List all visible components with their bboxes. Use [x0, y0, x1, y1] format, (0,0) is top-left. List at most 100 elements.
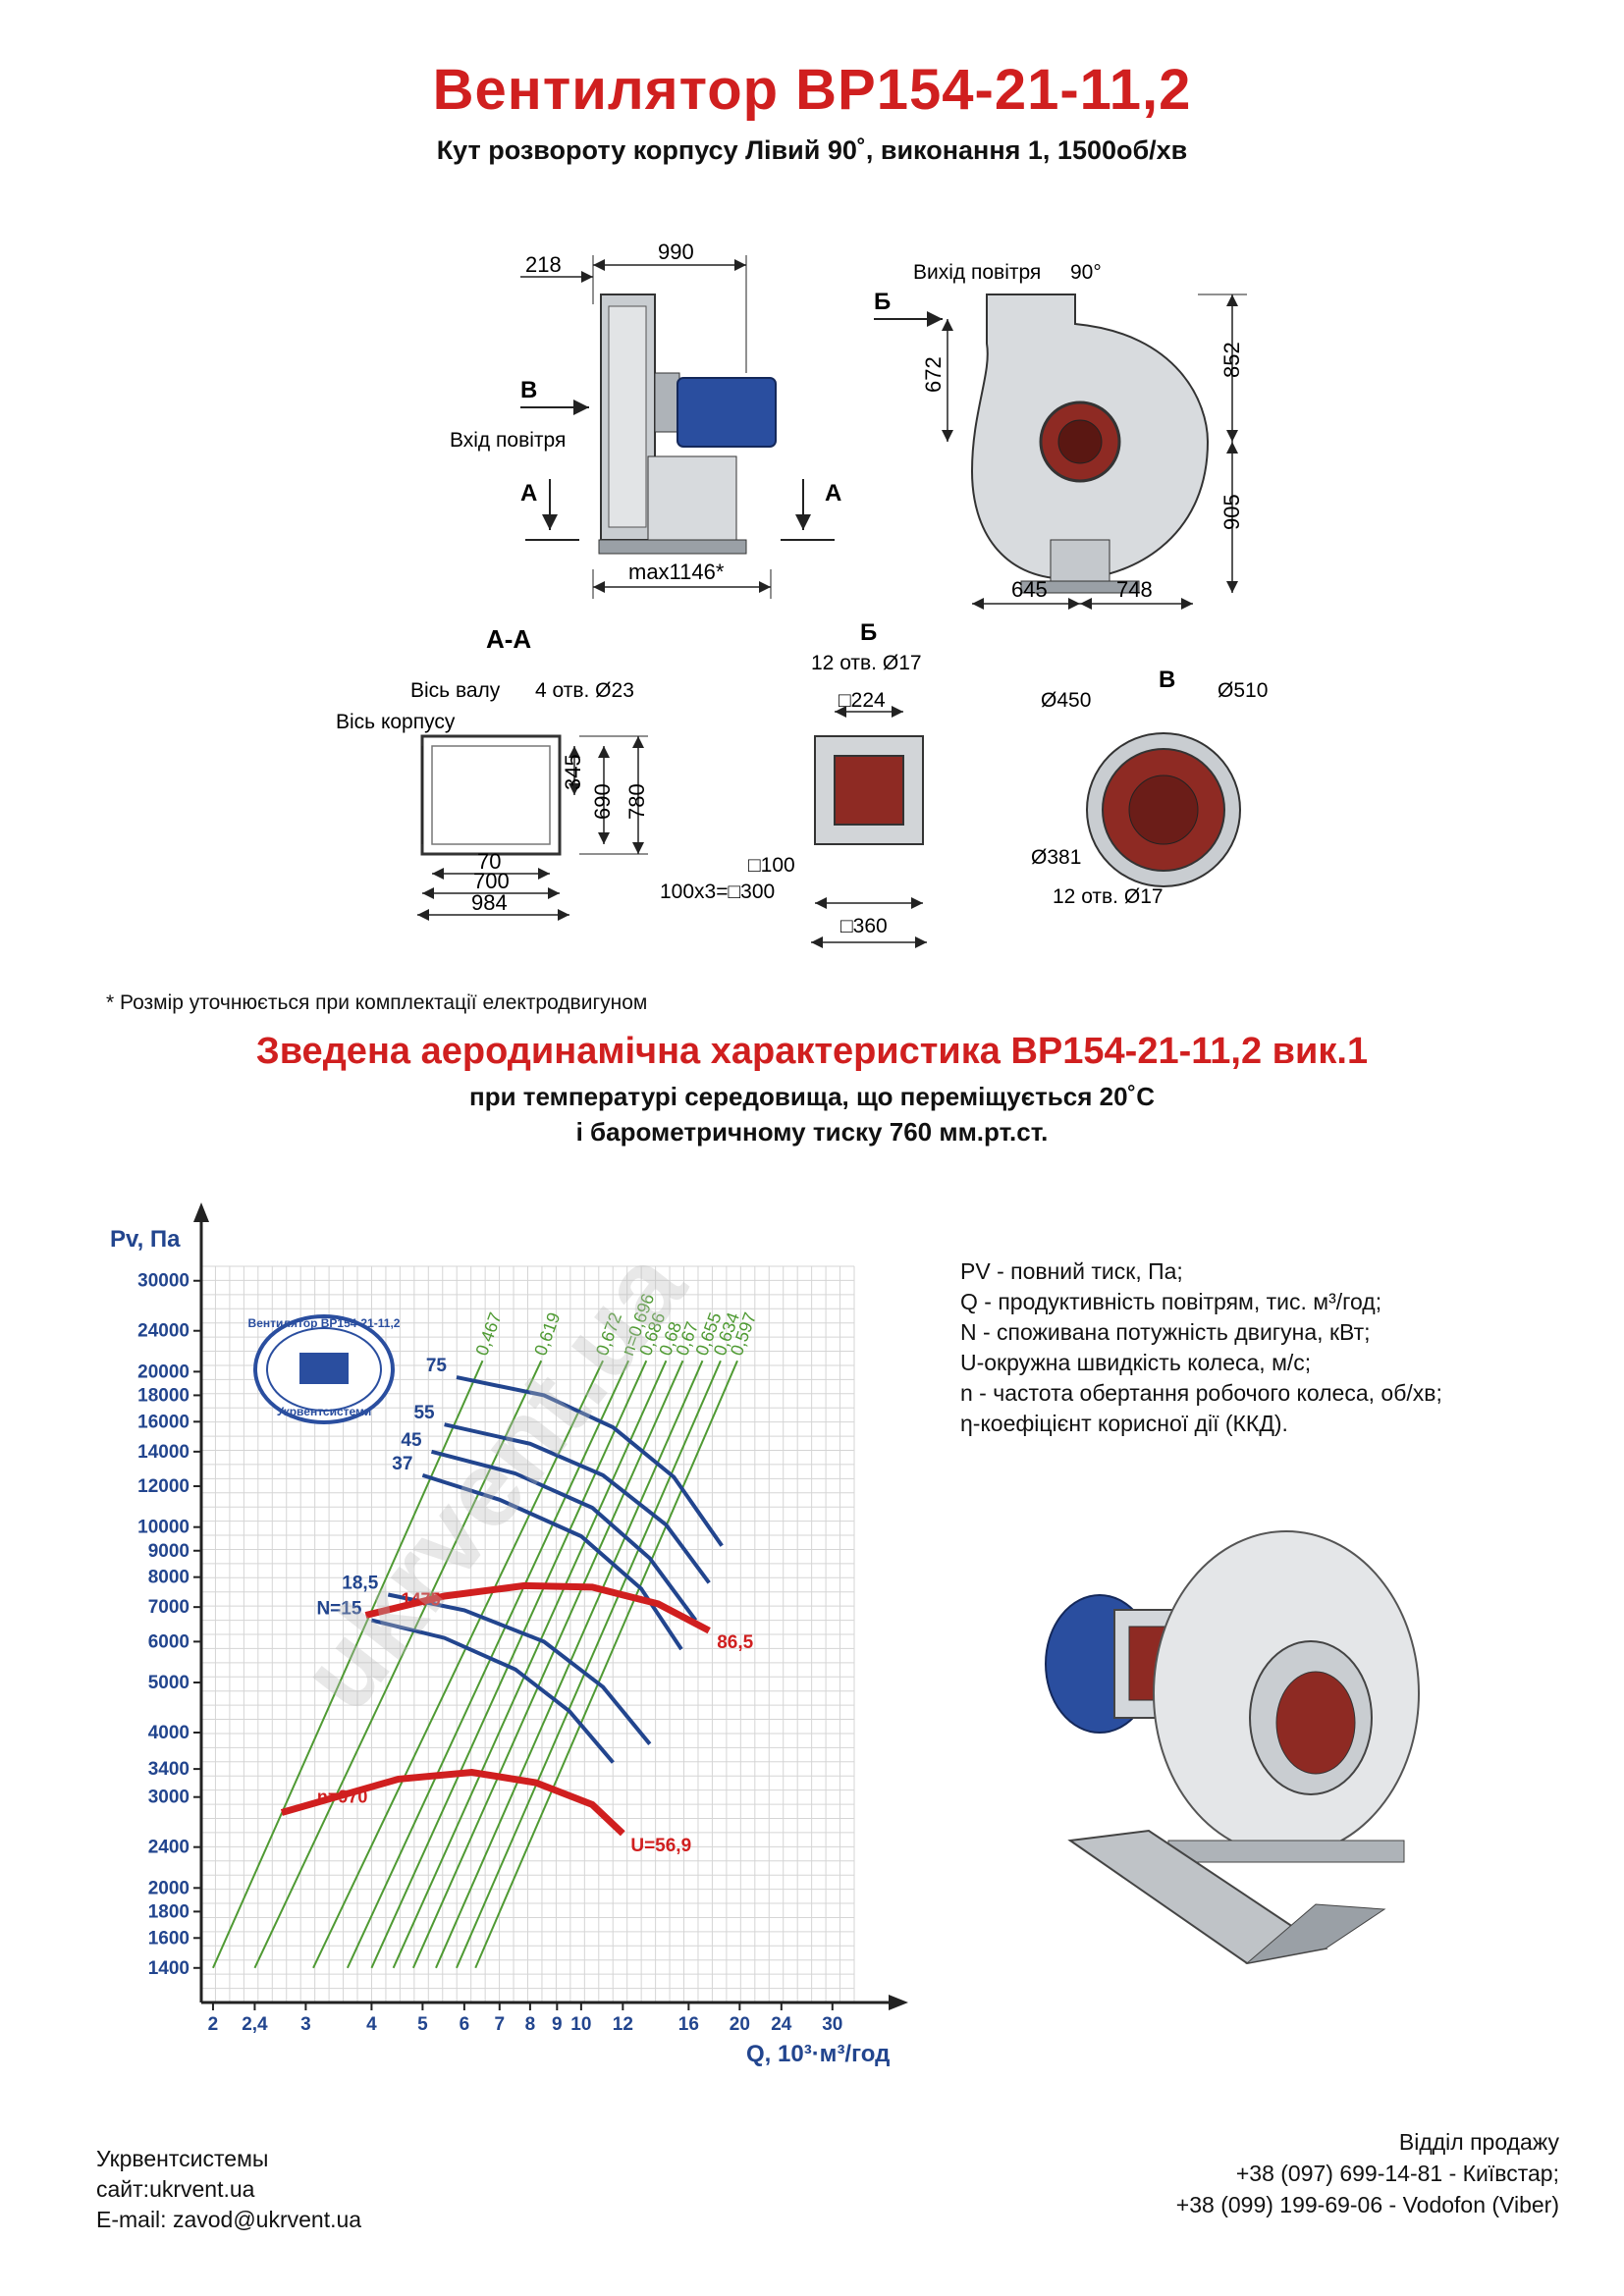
dim-70: 70: [477, 849, 501, 874]
label-holes-b: 12 отв. Ø17: [811, 652, 922, 674]
dim-max-1146: max1146*: [628, 560, 725, 584]
x-tick-label: 2,4: [242, 2014, 268, 2035]
technical-drawings: 990 218 max1146* В Вхід повітря А А Вихі…: [336, 240, 1268, 948]
x-tick-label: 3: [300, 2014, 311, 2035]
x-axis-label: Q, 10³·м³/год: [746, 2041, 890, 2067]
u-curve-label: 37: [392, 1454, 412, 1474]
legend: PV - повний тиск, Па; Q - продуктивність…: [960, 1256, 1442, 1439]
dim-984: 984: [471, 890, 508, 915]
x-tick-label: 30: [822, 2014, 842, 2035]
chart-section-line1: при температурі середовища, що переміщує…: [469, 1082, 1155, 1111]
label-shaft-axis: Вісь валу: [410, 679, 501, 702]
efficiency-line: [212, 1360, 484, 1969]
x-axis-arrow: [889, 1995, 908, 2010]
x-tick-label: 20: [730, 2014, 750, 2035]
x-tick-label: 24: [771, 2014, 792, 2035]
y-tick-label: 5000: [148, 1673, 189, 1693]
label-v: В: [520, 377, 537, 403]
efficiency-line: [411, 1360, 684, 1969]
dim-748: 748: [1116, 577, 1153, 602]
x-tick-label: 4: [366, 2014, 377, 2035]
u-curve-label: N=15: [316, 1599, 361, 1620]
footer-left: Укрвентсистемы сайт:ukrvent.ua E-mail: z…: [96, 2144, 361, 2235]
x-tick-label: 5: [417, 2014, 428, 2035]
label-b: Б: [874, 289, 891, 315]
label-inlet: Вхід повітря: [450, 429, 566, 452]
dim-905: 905: [1219, 494, 1244, 530]
x-tick-label: 2: [208, 2014, 219, 2035]
stamp-sub: Укрвентсистеми: [277, 1405, 372, 1418]
label-a-right: А: [825, 480, 841, 507]
chart-section-title: Зведена аеродинамічна характеристика ВР1…: [255, 1031, 1369, 1072]
efficiency-line: [253, 1360, 543, 1969]
efficiency-line: [392, 1360, 668, 1969]
x-tick-label: 9: [552, 2014, 563, 2035]
x-tick-label: 10: [570, 2014, 591, 2035]
view-b: Б 12 отв. Ø17 □224 □100 100х3=□300 □360: [660, 619, 927, 948]
section-aa-title: А-А: [486, 624, 531, 654]
efficiency-line: [456, 1360, 722, 1969]
dim-345: 345: [561, 754, 585, 790]
u-curve-label: 55: [413, 1403, 435, 1423]
efficiency-line: [312, 1360, 604, 1969]
legend-item: η-коефіцієнт корисної дії (ККД).: [960, 1411, 1288, 1436]
u-curve-label: 45: [401, 1430, 422, 1451]
dim-300: 100х3=□300: [660, 881, 775, 903]
n-curve-end-label: U=56,9: [630, 1836, 691, 1856]
fan-illustration: [1045, 1530, 1420, 1965]
label-outlet: Вихід повітря: [913, 261, 1041, 284]
view-v-title: В: [1159, 667, 1175, 693]
legend-item: n - частота обертання робочого колеса, о…: [960, 1380, 1442, 1406]
u-curve: [387, 1592, 652, 1745]
x-tick-label: 16: [678, 2014, 699, 2035]
y-axis-label: Pv, Па: [110, 1226, 181, 1253]
footer-phone-1[interactable]: +38 (097) 699-14-81 - Київстар;: [1235, 2161, 1559, 2186]
y-tick-label: 1400: [148, 1958, 189, 1979]
y-tick-label: 2000: [148, 1878, 189, 1898]
x-tick-label: 7: [494, 2014, 505, 2035]
y-axis-arrow: [193, 1202, 209, 1222]
front-view: Вихід повітря 90° Б 852 905 672 645 748: [874, 261, 1247, 610]
efficiency-line: [346, 1360, 630, 1969]
n-curve-label: 1475: [402, 1589, 441, 1609]
dim-218: 218: [525, 252, 562, 277]
u-curve: [444, 1422, 711, 1584]
y-tick-label: 18000: [137, 1385, 189, 1406]
footer-site[interactable]: сайт:ukrvent.ua: [96, 2176, 255, 2202]
y-tick-label: 7000: [148, 1597, 189, 1618]
n-curve: [364, 1581, 711, 1634]
y-tick-label: 4000: [148, 1723, 189, 1743]
dim-700: 700: [473, 869, 510, 893]
y-tick-label: 12000: [137, 1476, 189, 1497]
u-curve: [370, 1618, 615, 1764]
footer-email[interactable]: E-mail: zavod@ukrvent.ua: [96, 2207, 362, 2232]
y-tick-label: 16000: [137, 1412, 189, 1432]
legend-item: U-окружна швидкість колеса, м/с;: [960, 1350, 1312, 1375]
side-view: 990 218 max1146* В Вхід повітря А А: [450, 240, 841, 599]
dim-672: 672: [921, 356, 946, 393]
y-tick-label: 3000: [148, 1788, 189, 1808]
efficiency-line: [370, 1360, 648, 1969]
x-tick-label: 8: [525, 2014, 536, 2035]
dim-990: 990: [658, 240, 694, 264]
footer-phone-2[interactable]: +38 (099) 199-69-06 - Vodofon (Viber): [1175, 2192, 1559, 2217]
dim-100: □100: [748, 854, 795, 877]
footer-sales: Відділ продажу: [1398, 2129, 1559, 2155]
legend-item: Q - продуктивність повітрям, тис. м³/год…: [960, 1289, 1382, 1314]
n-curve-end-label: 86,5: [717, 1632, 753, 1653]
y-tick-label: 3400: [148, 1759, 189, 1780]
dim-645: 645: [1011, 577, 1048, 602]
y-tick-label: 30000: [137, 1271, 189, 1292]
legend-item: PV - повний тиск, Па;: [960, 1258, 1183, 1284]
y-tick-label: 14000: [137, 1442, 189, 1463]
y-tick-label: 10000: [137, 1518, 189, 1538]
chart-stamp: Вентилятор ВР154-21-11,2 Укрвентсистеми: [248, 1314, 401, 1424]
dim-d510: Ø510: [1218, 679, 1268, 702]
dim-d450: Ø450: [1041, 689, 1091, 712]
footer-company: Укрвентсистемы: [96, 2146, 269, 2171]
label-body-axis: Вісь корпусу: [336, 711, 456, 733]
